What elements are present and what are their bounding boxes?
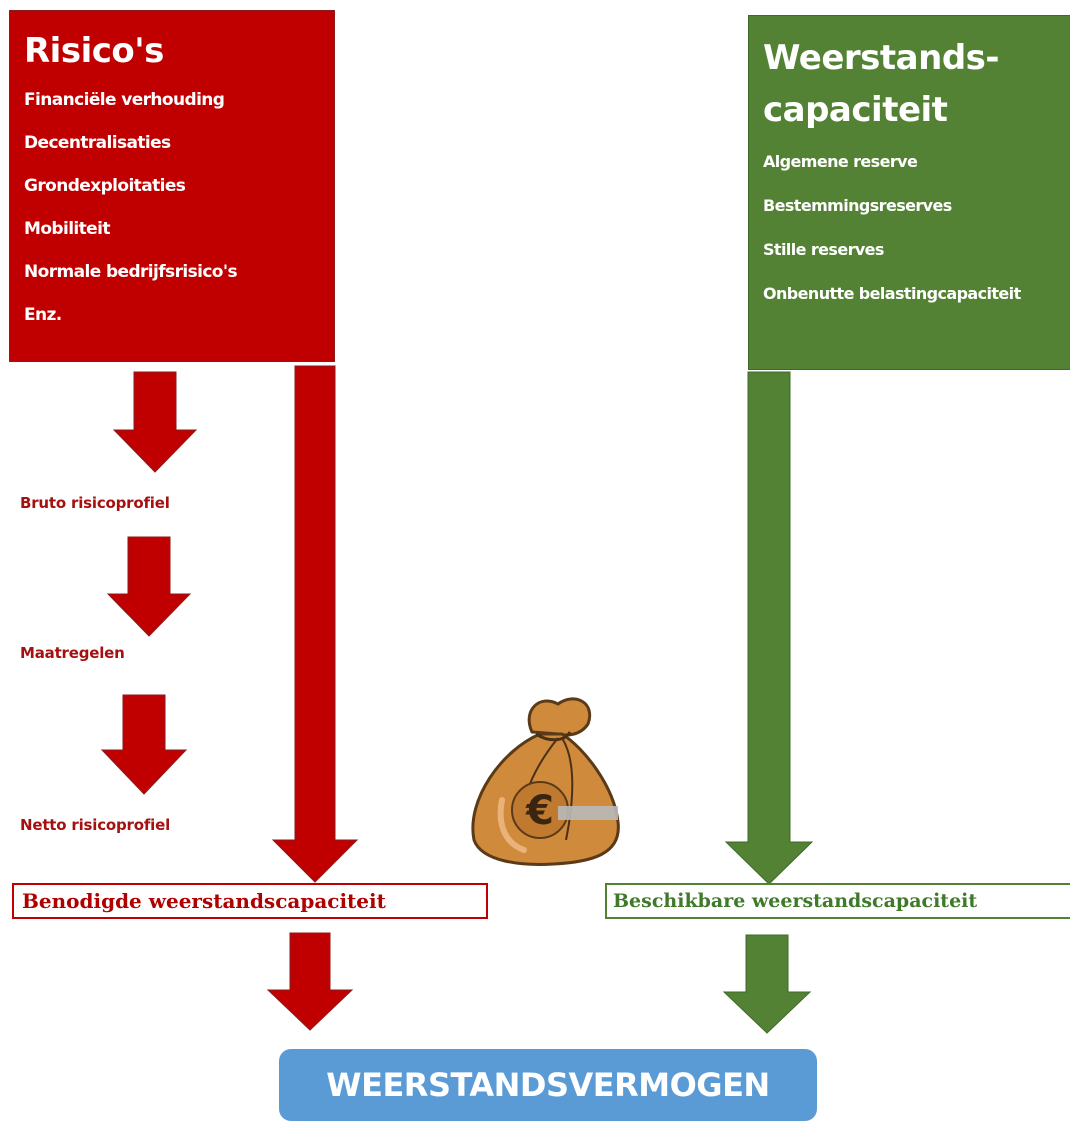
risk-item: Grondexploitaties bbox=[24, 176, 186, 196]
capacity-list: Algemene reserve Bestemmingsreserves Sti… bbox=[763, 140, 1063, 316]
arrow-down-icon bbox=[112, 371, 198, 473]
arrow-down-icon bbox=[266, 932, 354, 1031]
capacity-item: Algemene reserve bbox=[763, 152, 918, 171]
risk-item: Mobiliteit bbox=[24, 219, 110, 239]
capacity-title-line1: Weerstands- bbox=[763, 38, 1000, 78]
risks-box: Risico's Financiële verhouding Decentral… bbox=[9, 10, 335, 362]
gross-risk-profile-label: Bruto risicoprofiel bbox=[20, 494, 170, 512]
risk-arrows bbox=[100, 365, 359, 1031]
required-capacity-label: Benodigde weerstandscapaciteit bbox=[12, 883, 488, 919]
risks-title: Risico's bbox=[24, 31, 164, 71]
capacity-item: Bestemmingsreserves bbox=[763, 196, 952, 215]
risk-item: Financiële verhouding bbox=[24, 90, 225, 110]
net-risk-profile-label: Netto risicoprofiel bbox=[20, 816, 171, 834]
capacity-item: Onbenutte belastingcapaciteit bbox=[763, 284, 1021, 303]
available-capacity-label: Beschikbare weerstandscapaciteit bbox=[605, 883, 1070, 919]
capacity-item: Stille reserves bbox=[763, 240, 884, 259]
capacity-box: Weerstands- capaciteit Algemene reserve … bbox=[748, 15, 1070, 370]
arrow-down-icon bbox=[722, 934, 812, 1034]
arrow-down-icon bbox=[271, 365, 359, 883]
arrow-down-icon bbox=[106, 536, 192, 637]
capacity-arrows bbox=[722, 371, 814, 1034]
capacity-title: Weerstands- capaciteit bbox=[763, 32, 1063, 136]
risk-item: Normale bedrijfsrisico's bbox=[24, 262, 238, 282]
risk-item: Decentralisaties bbox=[24, 133, 171, 153]
svg-text:€: € bbox=[525, 788, 554, 834]
measures-label: Maatregelen bbox=[20, 644, 125, 662]
arrow-down-icon bbox=[100, 694, 188, 795]
risk-item: Enz. bbox=[24, 305, 62, 325]
capacity-title-line2: capaciteit bbox=[763, 90, 948, 130]
resilience-result-box: WEERSTANDSVERMOGEN bbox=[279, 1049, 817, 1121]
risks-list: Financiële verhouding Decentralisaties G… bbox=[24, 79, 320, 337]
euro-moneybag-icon: € bbox=[471, 697, 620, 866]
arrow-down-icon bbox=[724, 371, 814, 885]
